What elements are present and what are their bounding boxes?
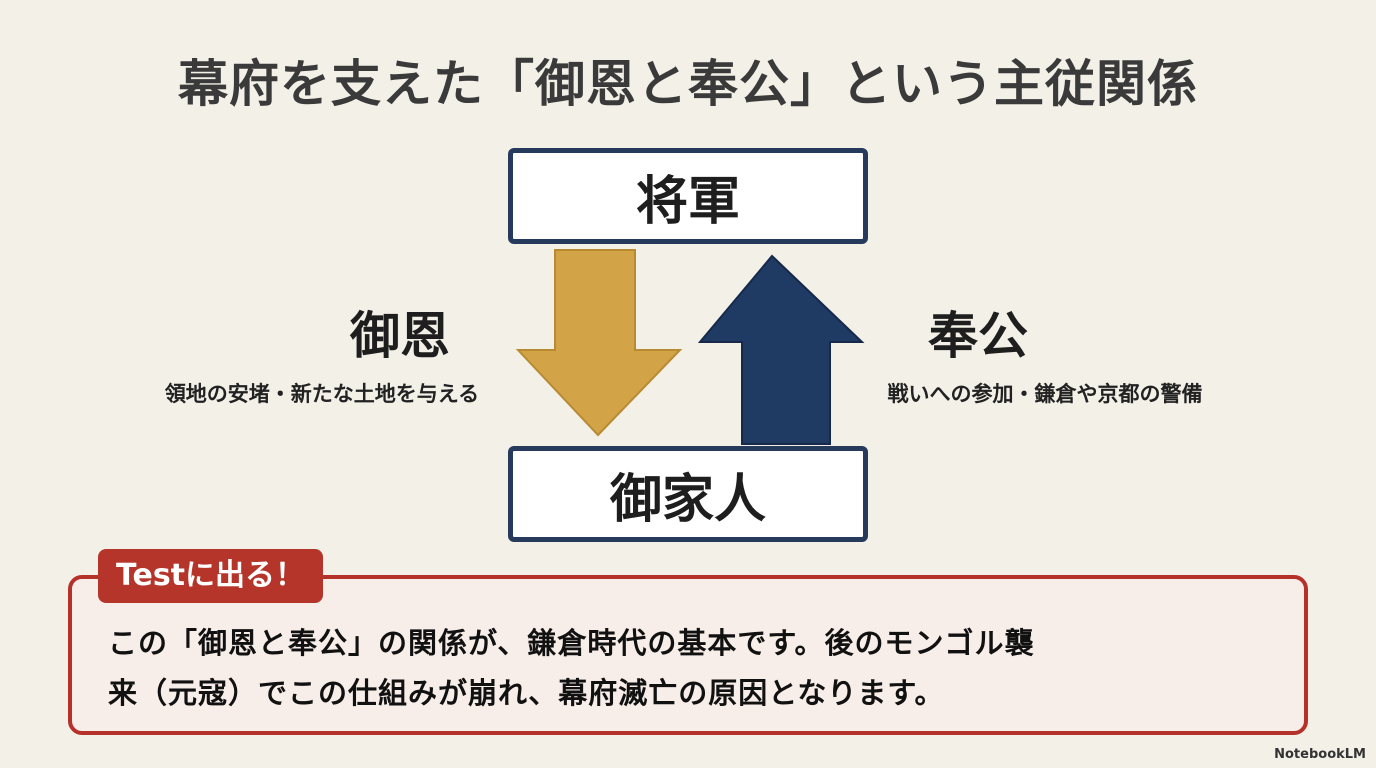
houkou-label: 奉公 bbox=[928, 306, 1028, 365]
gokenin-box: 御家人 bbox=[508, 446, 868, 542]
goon-label: 御恩 bbox=[350, 306, 450, 365]
houkou-description: 戦いへの参加・鎌倉や京都の警備 bbox=[887, 382, 1203, 406]
slide-title: 幕府を支えた「御恩と奉公」という主従関係 bbox=[178, 54, 1198, 113]
note-line-1: この「御恩と奉公」の関係が、鎌倉時代の基本です。後のモンゴル襲 bbox=[108, 626, 1035, 660]
test-tag: Testに出る！ bbox=[98, 549, 324, 603]
notebooklm-watermark: NotebookLM bbox=[1274, 747, 1366, 762]
goon-down-arrow bbox=[515, 249, 683, 437]
note-line-2: 来（元寇）でこの仕組みが崩れ、幕府滅亡の原因となります。 bbox=[108, 676, 945, 710]
goon-description: 領地の安堵・新たな土地を与える bbox=[164, 382, 480, 406]
test-note-box bbox=[68, 575, 1308, 735]
houkou-up-arrow bbox=[697, 254, 865, 445]
shogun-box: 将軍 bbox=[508, 148, 868, 244]
